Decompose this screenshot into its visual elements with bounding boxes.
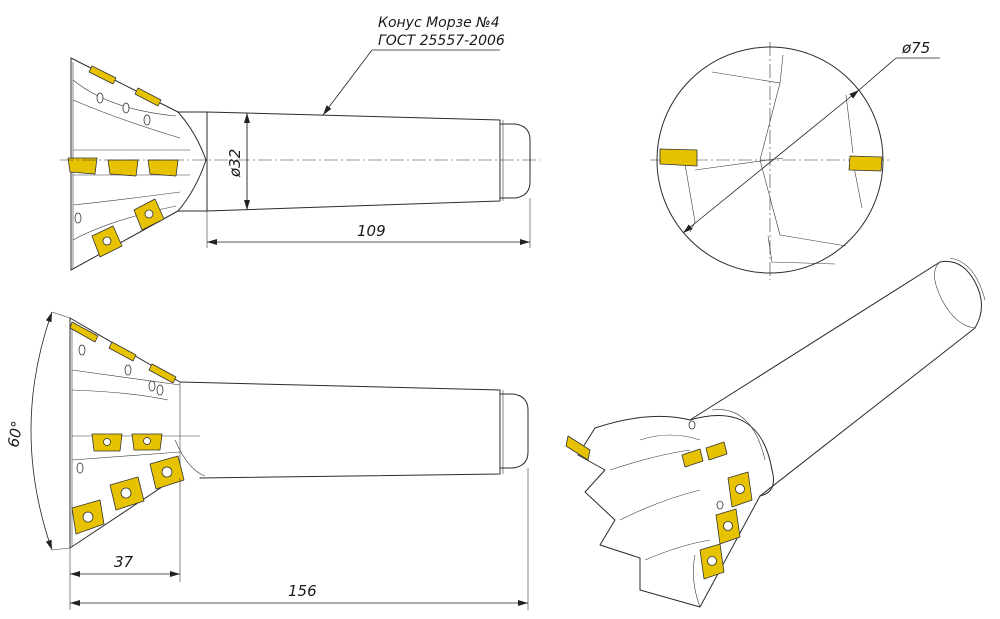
dim-head-length: 37 (114, 553, 134, 571)
insert-top-2 (134, 87, 162, 107)
cutting-insert (565, 435, 591, 461)
insert-iso-mid-2 (705, 441, 728, 461)
morse-taper-callout: Конус Морзе №4 ГОСТ 25557-2006 (322, 15, 505, 116)
insert-iso-mid-1 (681, 448, 704, 468)
insert-iso-tip (565, 435, 591, 461)
insert-b-top-1 (69, 321, 99, 343)
dim-total-length: 156 (288, 582, 317, 600)
cutting-insert (91, 433, 123, 452)
insert-row-1 (67, 157, 98, 175)
cutting-insert (681, 448, 704, 468)
callout-line1: Конус Морзе №4 (378, 15, 500, 31)
insert-row-2 (107, 159, 139, 177)
cutting-insert (147, 159, 179, 177)
cutting-insert (69, 321, 99, 343)
cutting-insert (133, 198, 165, 231)
cutting-insert (88, 65, 117, 85)
cutting-insert (148, 363, 177, 384)
cutting-insert (131, 433, 163, 451)
cutting-insert (91, 225, 123, 258)
cutting-insert (727, 471, 753, 508)
dim-angle: 60° (4, 419, 26, 448)
dim-shank-length: 109 (357, 222, 386, 240)
isometric-view (565, 257, 986, 608)
end-view: ø75 (650, 39, 940, 280)
cutting-insert (107, 159, 139, 177)
dim-cutter-diameter: ø75 (901, 39, 930, 57)
dim-shank-diameter: ø32 (226, 149, 244, 178)
cutting-insert (699, 543, 725, 580)
side-view-top: ø32 109 Конус Морзе №4 ГОСТ 25557-2006 (60, 15, 540, 271)
callout-line2: ГОСТ 25557-2006 (378, 33, 505, 49)
cutting-insert (71, 499, 105, 535)
cutting-insert (715, 508, 741, 545)
cutting-insert (134, 87, 162, 107)
side-view-bottom: 60° 37 156 (4, 311, 529, 610)
cutting-insert (705, 441, 728, 461)
insert-top-1 (88, 65, 117, 85)
cutting-insert (848, 155, 883, 172)
insert-end-left (659, 148, 698, 167)
insert-row-3 (147, 159, 179, 177)
insert-b-top-3 (148, 363, 177, 384)
cutting-insert (149, 455, 185, 490)
insert-b-top-2 (108, 341, 137, 362)
cutting-insert (659, 148, 698, 167)
cutting-insert (109, 476, 145, 511)
insert-end-right (848, 155, 883, 172)
cutting-insert (108, 341, 137, 362)
cutting-insert (67, 157, 98, 175)
